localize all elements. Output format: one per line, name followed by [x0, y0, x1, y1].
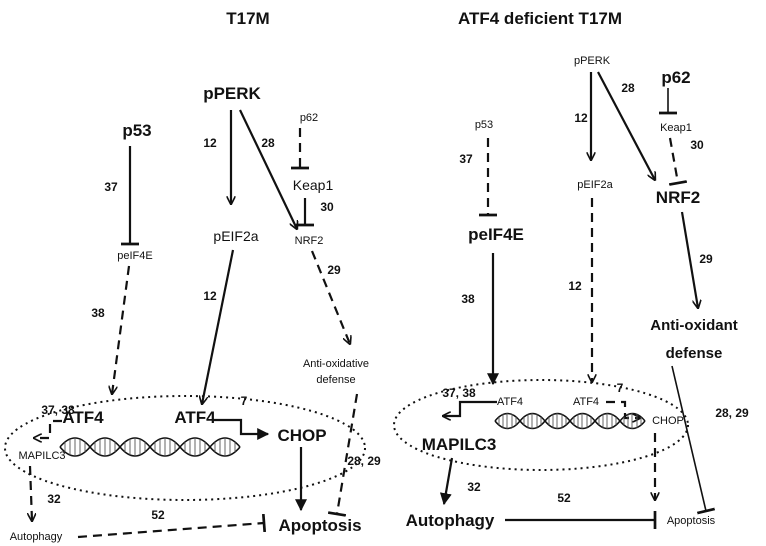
left-ref-peif4e-atf4: 38 — [91, 306, 105, 320]
left-edge-mapilc3-to-autophagy — [30, 465, 32, 521]
left-edge-autophagy-inhibits-apoptosis — [77, 513, 267, 539]
right-ref-mapilc3-autophagy: 32 — [467, 480, 481, 494]
left-peif4e-node: peIF4E — [117, 250, 152, 262]
left-nucleus-outline — [4, 395, 366, 501]
left-ref-defense-apoptosis: 28, 29 — [347, 454, 381, 468]
left-keap1-node: Keap1 — [293, 177, 334, 193]
right-ref-eif2a-atf4: 12 — [568, 279, 582, 293]
right-p62-node: p62 — [661, 68, 690, 87]
left-edge-atf4-to-chop — [212, 418, 270, 440]
right-ref-atf4-mapilc3: 37, 38 — [442, 386, 476, 400]
left-edge-eif2a-to-atf4 — [202, 249, 235, 404]
left-ref-autophagy-apoptosis: 52 — [151, 508, 165, 522]
right-edge-atf4-to-chop — [606, 400, 640, 418]
left-p62-node: p62 — [300, 112, 318, 124]
right-atf4-node-a: ATF4 — [497, 396, 523, 408]
right-autophagy-node: Autophagy — [406, 511, 495, 530]
left-edge-defense-inhibits-apoptosis — [327, 393, 359, 517]
right-antioxidant-line2: defense — [666, 345, 723, 362]
right-ref-perk-nrf2: 28 — [621, 81, 635, 95]
right-edge-nrf2-to-defense — [680, 211, 698, 308]
right-peif4e-node: peIF4E — [468, 225, 524, 244]
left-edge-perk-to-nrf2 — [239, 109, 297, 229]
right-keap1-node: Keap1 — [660, 122, 692, 134]
right-nucleus-outline — [393, 379, 689, 471]
right-ref-nrf2-defense: 29 — [699, 252, 713, 266]
right-p53-node: p53 — [475, 119, 493, 131]
left-ref-nrf2-defense: 29 — [327, 263, 341, 277]
left-panel: T17M pPERK p53 p62 Keap1 pEIF2a NRF2 peI… — [4, 9, 381, 543]
left-ref-perk-eif2a: 12 — [203, 136, 217, 150]
left-dna-helix-icon — [59, 437, 241, 457]
left-ref-atf4-mapilc3: 37, 38 — [41, 403, 75, 417]
right-chop-node: CHOP — [652, 415, 684, 427]
left-autophagy-node: Autophagy — [10, 531, 63, 543]
right-edge-keap1-inhibits-nrf2 — [668, 137, 688, 186]
left-edge-peif4e-to-atf4 — [112, 265, 131, 394]
left-ref-p53-peif4e: 37 — [104, 180, 118, 194]
left-p53-node: p53 — [122, 121, 151, 140]
right-edge-perk-to-nrf2 — [597, 71, 655, 180]
right-peif2a-node: pEIF2a — [577, 179, 613, 191]
left-antioxidative-line2: defense — [316, 374, 355, 386]
left-edge-atf4-to-mapilc3 — [34, 419, 62, 438]
right-mapilc3-node: MAPILC3 — [422, 435, 497, 454]
left-ref-mapilc3-autophagy: 32 — [47, 492, 61, 506]
right-panel: ATF4 deficient T17M pPERK p62 Keap1 p53 … — [393, 9, 749, 530]
right-ref-keap1-nrf2: 30 — [690, 138, 704, 152]
right-dna-helix-icon — [494, 412, 646, 430]
right-ref-defense-apoptosis: 28, 29 — [715, 406, 749, 420]
left-ref-eif2a-atf4: 12 — [203, 289, 217, 303]
left-atf4-node-b: ATF4 — [174, 408, 216, 427]
right-pperk-node: pPERK — [574, 55, 611, 67]
left-ref-atf4-chop: 7 — [241, 394, 248, 408]
left-antioxidative-line1: Anti-oxidative — [303, 358, 369, 370]
right-panel-title: ATF4 deficient T17M — [458, 9, 622, 28]
left-edge-nrf2-to-defense — [310, 250, 350, 344]
left-peif2a-node: pEIF2a — [213, 228, 258, 244]
left-atf4-node-a: ATF4 — [62, 408, 104, 427]
right-edge-atf4-to-mapilc3 — [443, 400, 497, 416]
right-edge-mapilc3-to-autophagy — [439, 457, 454, 506]
right-apoptosis-node: Apoptosis — [667, 515, 716, 527]
left-chop-node: CHOP — [277, 426, 326, 445]
left-mapilc3-node: MAPILC3 — [18, 450, 65, 462]
left-pperk-node: pPERK — [203, 84, 261, 103]
right-ref-perk-eif2a: 12 — [574, 111, 588, 125]
left-apoptosis-node: Apoptosis — [278, 516, 361, 535]
right-atf4-node-b: ATF4 — [573, 396, 599, 408]
left-nrf2-node: NRF2 — [295, 235, 324, 247]
right-nrf2-node: NRF2 — [656, 188, 700, 207]
left-ref-keap1-nrf2: 30 — [320, 200, 334, 214]
right-ref-peif4e-atf4: 38 — [461, 292, 475, 306]
right-antioxidant-line1: Anti-oxidant — [650, 317, 738, 334]
right-edge-defense-inhibits-apoptosis — [671, 365, 716, 515]
left-panel-title: T17M — [226, 9, 269, 28]
left-ref-perk-nrf2: 28 — [261, 136, 275, 150]
right-ref-autophagy-apoptosis: 52 — [557, 491, 571, 505]
right-ref-p53-peif4e: 37 — [459, 152, 473, 166]
